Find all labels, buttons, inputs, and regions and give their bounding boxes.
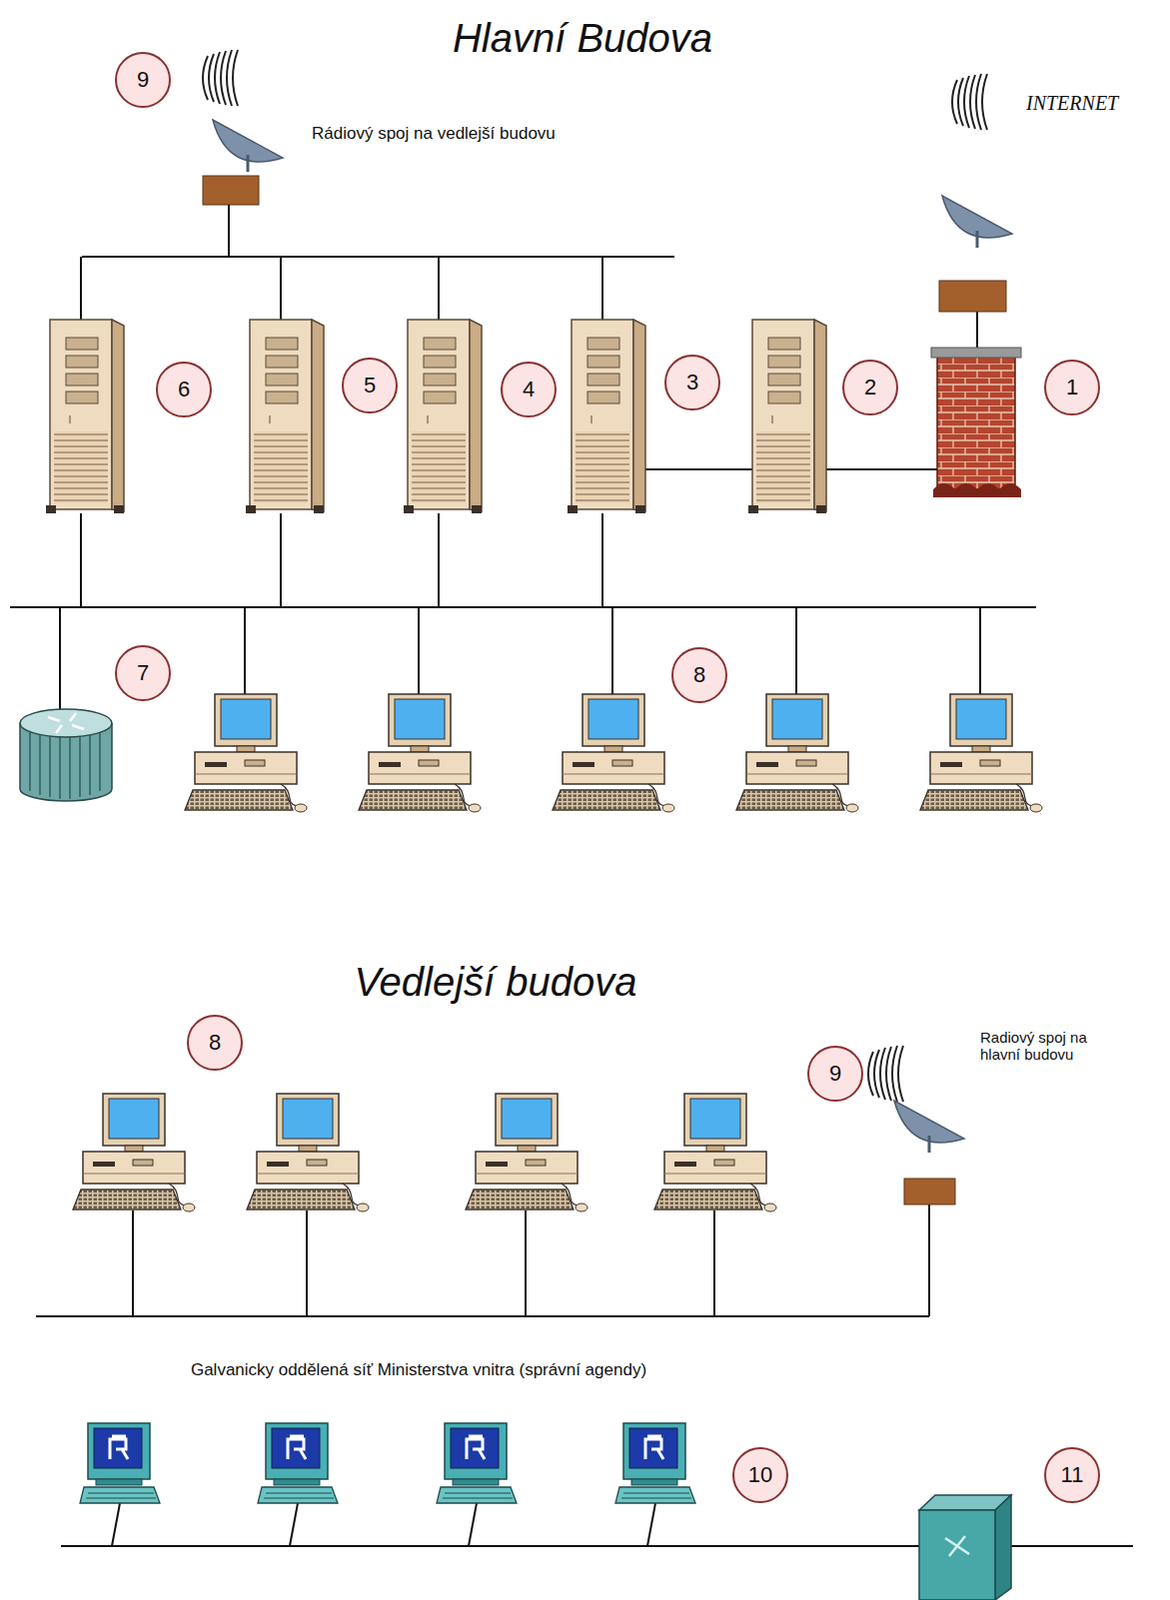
router-box bbox=[919, 1495, 1012, 1600]
callout-number: 4 bbox=[522, 376, 535, 402]
network-label: Galvanicky oddělená síť Ministerstva vni… bbox=[190, 1360, 647, 1381]
callout-number: 10 bbox=[748, 1462, 773, 1488]
firewall bbox=[931, 347, 1022, 498]
callout-number: 9 bbox=[829, 1061, 842, 1087]
callout-number: 11 bbox=[1061, 1462, 1085, 1488]
callout-number: 2 bbox=[864, 374, 877, 400]
callout-number: 8 bbox=[208, 1030, 221, 1056]
link-label: Rádiový spoj na vedlejší budovu bbox=[311, 123, 556, 144]
callout-number: 1 bbox=[1066, 374, 1079, 400]
callout-number: 7 bbox=[136, 660, 149, 686]
link-label: Radiový spoj na hlavní budovu bbox=[980, 1029, 1091, 1065]
building-heading: Hlavní Budova bbox=[452, 14, 713, 61]
internet-label: INTERNET bbox=[1026, 91, 1119, 115]
callout-number: 3 bbox=[686, 369, 699, 395]
callout-number: 5 bbox=[363, 372, 376, 398]
building-heading: Vedlejší budova bbox=[353, 959, 637, 1006]
callout-number: 6 bbox=[177, 376, 190, 402]
callout-number: 8 bbox=[693, 662, 706, 688]
router bbox=[19, 709, 112, 802]
callout-number: 9 bbox=[136, 66, 149, 92]
